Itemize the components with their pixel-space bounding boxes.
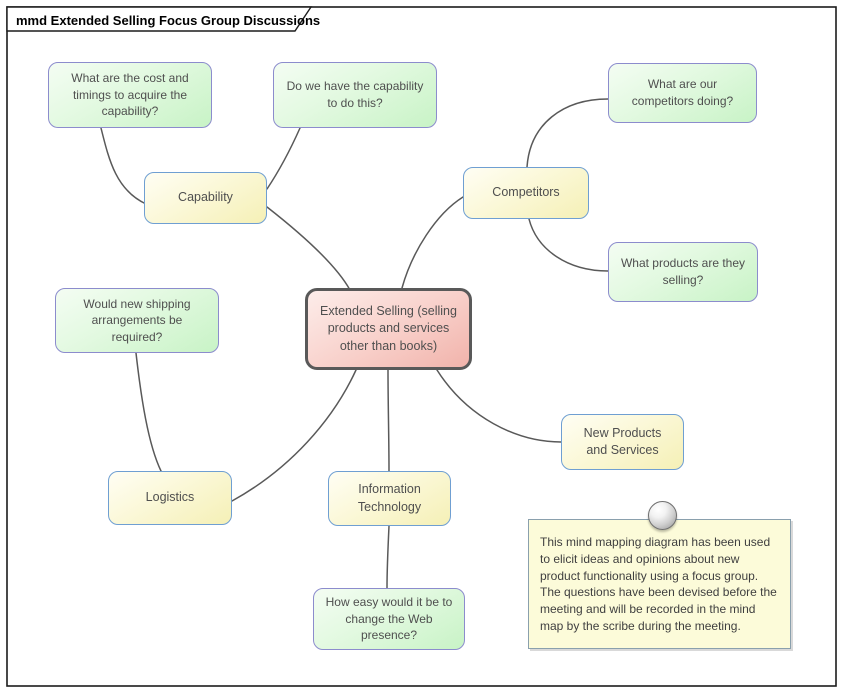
node-topic-capability[interactable]: Capability [144, 172, 267, 224]
connector-central-competitors[interactable] [401, 196, 464, 289]
frame-title: mmd Extended Selling Focus Group Discuss… [16, 13, 320, 28]
node-label: Extended Selling (selling products and s… [320, 304, 457, 353]
node-label: Would new shipping arrangements be requi… [83, 296, 191, 344]
node-question-have-capability[interactable]: Do we have the capability to do this? [273, 62, 437, 128]
frame-border [6, 6, 837, 687]
node-label: Capability [178, 190, 233, 205]
node-label: How easy would it be to change the Web p… [325, 595, 453, 643]
node-label: What are the cost and timings to acquire… [71, 71, 189, 119]
connector-qshipping-logistics[interactable] [135, 352, 162, 472]
node-label: What are our competitors doing? [631, 77, 734, 108]
node-question-cost-timings[interactable]: What are the cost and timings to acquire… [48, 62, 212, 128]
connector-competitors-qprodsell[interactable] [528, 218, 609, 272]
connector-central-newprod[interactable] [436, 369, 562, 443]
node-question-web-presence[interactable]: How easy would it be to change the Web p… [313, 588, 465, 650]
connector-central-it[interactable] [387, 369, 390, 472]
pushpin-icon [648, 501, 677, 530]
node-label: Do we have the capability to do this? [286, 79, 424, 110]
node-central-extended-selling[interactable]: Extended Selling (selling products and s… [305, 288, 472, 370]
node-question-competitors-doing[interactable]: What are our competitors doing? [608, 63, 757, 123]
node-label: What products are they selling? [620, 256, 746, 287]
connector-logistics-central[interactable] [231, 369, 357, 502]
node-label: Logistics [145, 490, 195, 505]
node-topic-new-products-services[interactable]: New Products and Services [561, 414, 684, 470]
connector-it-qweb[interactable] [386, 525, 390, 589]
node-label: Competitors [492, 185, 560, 200]
node-label: Information Technology [357, 482, 422, 514]
connector-qcost-capability[interactable] [100, 127, 147, 205]
diagram-note[interactable]: This mind mapping diagram has been used … [528, 519, 791, 649]
note-text: This mind mapping diagram has been used … [540, 535, 777, 633]
node-topic-competitors[interactable]: Competitors [463, 167, 589, 219]
node-question-products-selling[interactable]: What products are they selling? [608, 242, 758, 302]
connector-qcapdo-capability[interactable] [266, 127, 301, 190]
node-label: New Products and Services [583, 425, 662, 457]
frame-tab [6, 6, 313, 32]
connector-capability-central[interactable] [266, 206, 351, 291]
node-topic-information-technology[interactable]: Information Technology [328, 471, 451, 526]
node-question-shipping[interactable]: Would new shipping arrangements be requi… [55, 288, 219, 353]
node-topic-logistics[interactable]: Logistics [108, 471, 232, 525]
connector-competitors-qcompdoing[interactable] [526, 98, 609, 168]
